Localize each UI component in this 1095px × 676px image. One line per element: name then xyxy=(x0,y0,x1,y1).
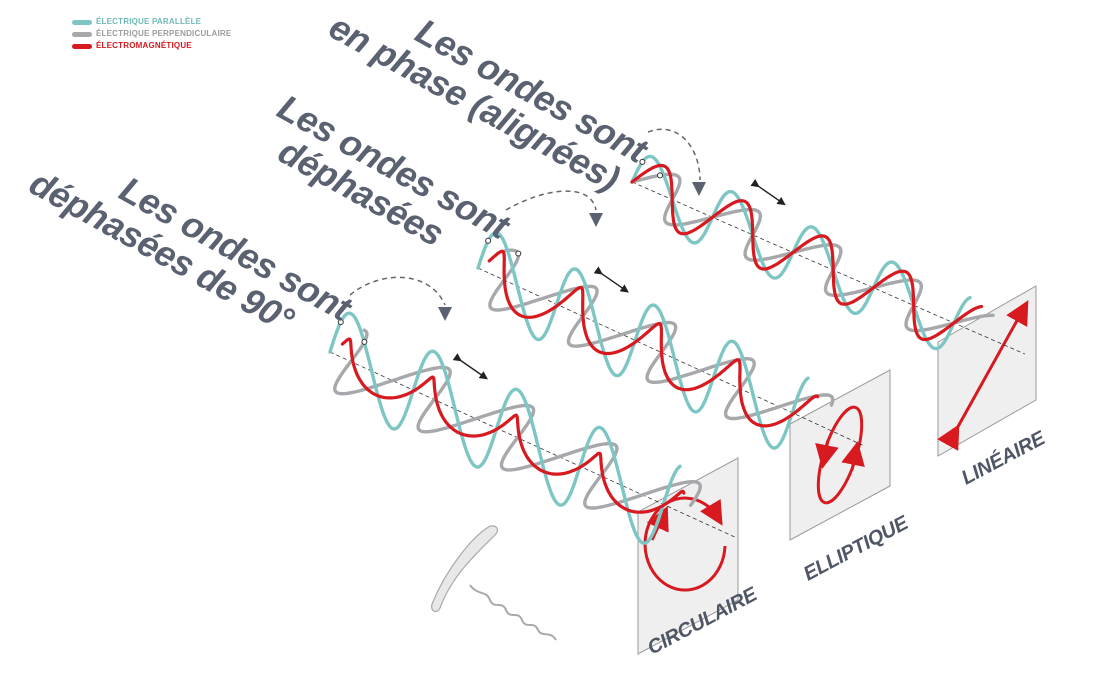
phase-point-marker xyxy=(639,158,646,165)
legend-label-parallel: ÉLECTRIQUE PARALLÈLE xyxy=(96,17,202,26)
wave-groups xyxy=(328,154,1026,545)
wave-parallel xyxy=(630,154,972,351)
legend: ÉLECTRIQUE PARALLÈLE ÉLECTRIQUE PERPENDI… xyxy=(72,16,231,52)
legend-swatch-electromagnetic xyxy=(72,43,92,49)
phase-point-marker xyxy=(361,338,368,345)
wave-group-out-of-phase xyxy=(476,230,863,450)
phase-point-marker xyxy=(657,172,664,179)
phase-point-marker xyxy=(515,250,522,257)
arrowhead-in-phase xyxy=(692,182,706,196)
phase-offset-marker xyxy=(750,178,786,206)
phase-offset-marker xyxy=(593,266,629,293)
corkscrew-icon xyxy=(431,525,557,641)
arrowhead-out-of-phase xyxy=(589,213,603,227)
panel-linear xyxy=(937,285,1037,457)
callout-arrows xyxy=(349,128,701,306)
legend-label-perpendicular: ÉLECTRIQUE PERPENDICULAIRE xyxy=(96,29,232,38)
legend-label-electromagnetic: ÉLECTROMAGNÉTIQUE xyxy=(96,41,192,50)
wave-electromagnetic xyxy=(487,249,820,428)
propagation-axis xyxy=(631,181,1026,355)
panel-elliptical xyxy=(789,369,891,541)
wave-group-in-phase xyxy=(630,154,1026,355)
wave-perpendicular xyxy=(488,248,835,421)
phase-offset-marker xyxy=(452,353,488,380)
wave-parallel xyxy=(328,311,682,545)
wave-electromagnetic xyxy=(630,163,984,342)
legend-swatch-parallel xyxy=(72,19,92,25)
wave-perpendicular xyxy=(630,172,995,333)
arrowhead-out-of-phase-90 xyxy=(438,307,452,321)
linear-polarization-arrow xyxy=(937,300,1029,451)
phase-point-marker xyxy=(337,319,344,326)
legend-swatch-perpendicular xyxy=(72,31,92,37)
wave-perpendicular xyxy=(333,328,702,510)
phase-point-marker xyxy=(485,237,492,244)
wave-group-out-of-phase-90 xyxy=(328,311,735,545)
wave-parallel xyxy=(476,230,810,450)
legend-item-parallel: ÉLECTRIQUE PARALLÈLE xyxy=(72,16,231,28)
wave-electromagnetic xyxy=(340,337,686,514)
legend-item-perpendicular: ÉLECTRIQUE PERPENDICULAIRE xyxy=(72,28,231,40)
propagation-axis xyxy=(477,267,863,446)
legend-item-electromagnetic: ÉLECTROMAGNÉTIQUE xyxy=(72,40,231,52)
circular-polarization-arrow xyxy=(643,496,727,592)
